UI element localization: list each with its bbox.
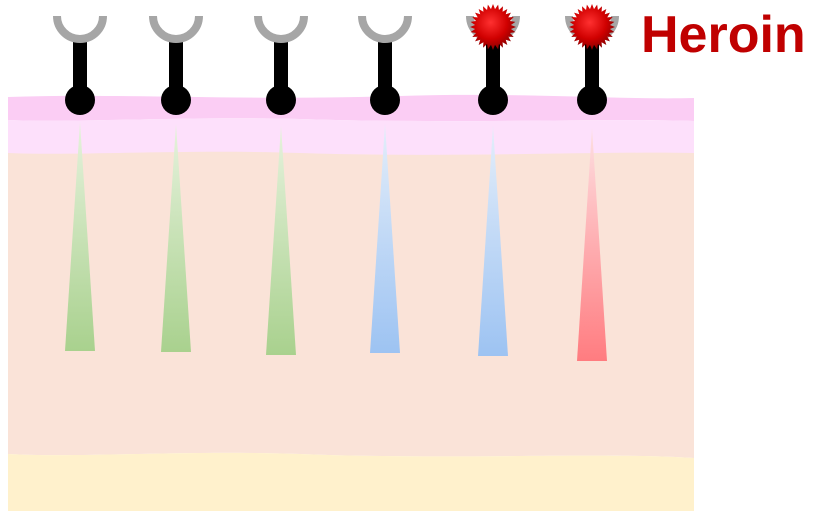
receptor-stem [73,40,87,98]
receptor-cup [358,15,412,43]
receptor-cup [53,15,107,43]
signal-cone-blue [370,124,400,353]
receptor-base [266,85,296,115]
signal-cone-green [65,122,95,351]
skin-inner-layer [8,118,694,155]
receptor-base [577,85,607,115]
receptor-base [370,85,400,115]
heroin-molecule [470,4,516,50]
receptor [53,15,107,115]
receptor [149,15,203,115]
heroin-label: Heroin [641,6,806,64]
heroin-molecule [569,4,615,50]
receptor [358,15,412,115]
receptor-base [161,85,191,115]
signal-cone-red [577,128,607,361]
receptor-base [65,85,95,115]
receptor [254,15,308,115]
signal-cone-green [161,124,191,352]
receptor-stem [378,40,392,98]
fat-layer [8,452,694,511]
signal-cones [65,122,607,361]
receptor-base [478,85,508,115]
receptor-stem [585,40,599,98]
receptor-cup [149,15,203,43]
receptors [53,4,619,115]
receptor [565,4,619,115]
receptor [466,4,520,115]
receptor-stem [274,40,288,98]
receptor-stem [169,40,183,98]
receptor-stem [486,40,500,98]
receptor-cup [254,15,308,43]
signal-cone-blue [478,126,508,356]
signal-cone-green [266,126,296,355]
